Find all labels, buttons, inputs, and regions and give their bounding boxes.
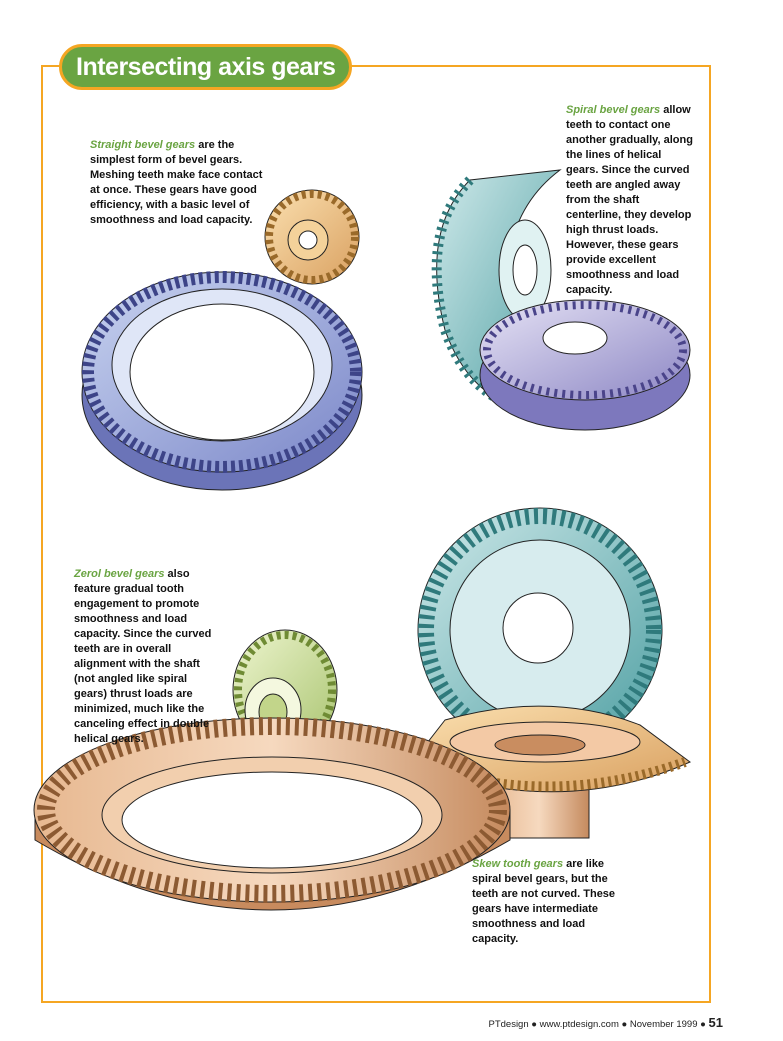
term: Straight bevel gears: [90, 139, 196, 151]
description-text: also feature gradual tooth engagement to…: [74, 568, 212, 745]
website-url: www.ptdesign.com: [539, 1019, 619, 1030]
skew-tooth-gear: [409, 507, 691, 839]
straight-bevel-pinion: [264, 189, 360, 285]
term: Spiral bevel gears: [566, 104, 661, 116]
straight-bevel-gear: [81, 271, 363, 491]
spiral-bevel-gear: [431, 169, 562, 415]
page-number: 51: [708, 1015, 723, 1030]
skew-tooth-description: Skew tooth gears are like spiral bevel g…: [472, 857, 617, 947]
straight-bevel-description: Straight bevel gears are the simplest fo…: [90, 138, 270, 228]
page-title: Intersecting axis gears: [59, 44, 353, 90]
issue-date: November 1999: [629, 1019, 698, 1030]
spiral-bevel-pinion: [479, 299, 691, 431]
description-text: are like spiral bevel gears, but the tee…: [472, 858, 616, 945]
term: Skew tooth gears: [472, 858, 564, 870]
publication-name: PTdesign: [488, 1019, 529, 1030]
spiral-bevel-description: Spiral bevel gears allow teeth to contac…: [566, 103, 694, 298]
description-text: are the simplest form of bevel gears. Me…: [90, 139, 263, 226]
page-footer: PTdesign ● www.ptdesign.com ● November 1…: [488, 1015, 723, 1030]
term: Zerol bevel gears: [74, 568, 165, 580]
orange-frame: [41, 65, 711, 1003]
description-text: allow teeth to contact one another gradu…: [566, 104, 693, 296]
zerol-bevel-description: Zerol bevel gears also feature gradual t…: [74, 567, 214, 747]
zerol-bevel-gear: [33, 717, 511, 911]
